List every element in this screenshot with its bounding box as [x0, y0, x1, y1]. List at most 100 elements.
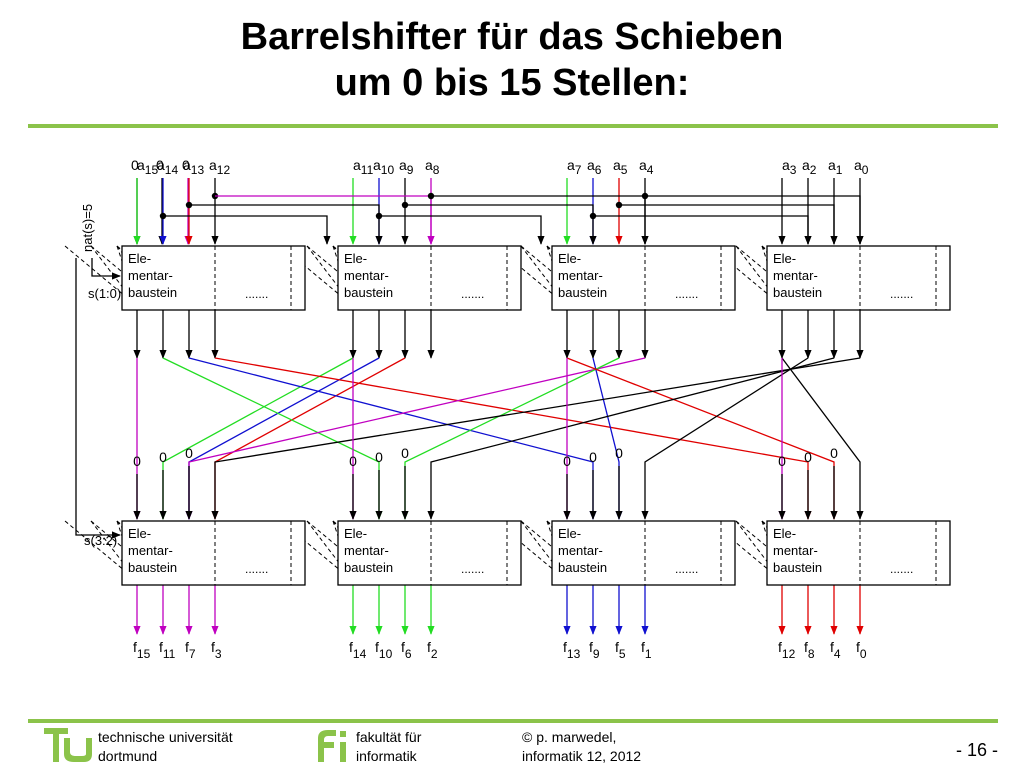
feed-wire: [189, 204, 383, 245]
output-subscript: 0: [860, 647, 867, 661]
input-subscript: 3: [790, 163, 797, 177]
block-dots: .......: [890, 287, 913, 301]
input-subscript: 13: [191, 163, 205, 177]
output-subscript: 11: [163, 647, 176, 661]
input-subscript: 6: [595, 163, 602, 177]
input-label: a2: [802, 157, 817, 177]
input-label: a9: [399, 157, 414, 177]
cross-wire: [162, 357, 383, 520]
faculty-name: fakultät für informatik: [356, 729, 422, 764]
input-subscript: 0: [862, 163, 869, 177]
bottom-divider: [28, 719, 998, 723]
block-label: mentar-: [344, 543, 389, 558]
element-block: [551, 520, 736, 586]
element-block: [766, 245, 951, 311]
output-label: f9: [589, 639, 600, 661]
element-block: [337, 245, 522, 311]
block-label: mentar-: [344, 268, 389, 283]
block-label: baustein: [344, 560, 393, 575]
block-dots: .......: [890, 562, 913, 576]
input-subscript: 7: [575, 163, 582, 177]
output-subscript: 1: [645, 647, 652, 661]
output-subscript: 7: [189, 647, 196, 661]
input-label: 0: [156, 157, 164, 173]
input-subscript: 10: [381, 163, 395, 177]
control-label: nat(s)=5: [80, 204, 95, 252]
feed-wire: [431, 195, 649, 245]
block-label: baustein: [773, 560, 822, 575]
block-label: mentar-: [558, 268, 603, 283]
control-wire-s2: [75, 258, 121, 539]
output-label: f0: [856, 639, 867, 661]
output-label: f13: [563, 639, 581, 661]
cross-wire: [214, 357, 812, 520]
zero-label: 0: [778, 453, 786, 469]
output-subscript: 15: [137, 647, 151, 661]
zero-label: 0: [615, 445, 623, 461]
output-subscript: 10: [379, 647, 393, 661]
input-label: a1: [828, 157, 843, 177]
output-label: f10: [375, 639, 393, 661]
block-label: baustein: [128, 285, 177, 300]
zero-label: 0: [563, 453, 571, 469]
block-label: baustein: [773, 285, 822, 300]
output-label: f2: [427, 639, 438, 661]
output-subscript: 14: [353, 647, 367, 661]
copyright: © p. marwedel, informatik 12, 2012: [522, 729, 642, 764]
block-label: Ele-: [773, 251, 796, 266]
input-label: a11: [353, 157, 374, 177]
input-label: a12: [209, 157, 230, 177]
block-label: baustein: [558, 285, 607, 300]
input-label: a10: [373, 157, 394, 177]
block-label: Ele-: [558, 251, 581, 266]
block-dots: .......: [675, 287, 698, 301]
page-number: - 16 -: [955, 740, 998, 760]
cross-wire: [188, 357, 597, 520]
input-subscript: 14: [165, 163, 179, 177]
input-subscript: 9: [407, 163, 414, 177]
input-label: a3: [782, 157, 797, 177]
title-line-1: Barrelshifter für das Schieben: [240, 16, 784, 58]
output-subscript: 6: [405, 647, 412, 661]
zero-label: 0: [401, 445, 409, 461]
input-subscript: 1: [836, 163, 843, 177]
input-label: a5: [613, 157, 628, 177]
input-subscript: 4: [647, 163, 654, 177]
cross-wire: [211, 357, 861, 520]
output-subscript: 3: [215, 647, 222, 661]
input-label: a13: [183, 157, 204, 177]
output-label: f14: [349, 639, 367, 661]
stage1-select-label: s(1:0): [88, 286, 121, 301]
block-label: baustein: [344, 285, 393, 300]
block-dots: .......: [461, 287, 484, 301]
output-subscript: 8: [808, 647, 815, 661]
block-label: baustein: [558, 560, 607, 575]
element-block: [121, 245, 306, 311]
output-label: f6: [401, 639, 412, 661]
output-label: f5: [615, 639, 626, 661]
output-label: f7: [185, 639, 196, 661]
zero-label: 0: [375, 449, 383, 465]
zero-label: 0: [804, 449, 812, 465]
input-subscript: 5: [621, 163, 628, 177]
cross-wire: [401, 357, 620, 520]
input-subscript: 15: [145, 163, 159, 177]
block-dots: .......: [245, 562, 268, 576]
zero-label: 0: [133, 453, 141, 469]
zero-label: 0: [159, 449, 167, 465]
block-label: Ele-: [128, 526, 151, 541]
output-subscript: 12: [782, 647, 796, 661]
output-subscript: 9: [593, 647, 600, 661]
input-label: a4: [639, 157, 654, 177]
zero-label: 0: [830, 445, 838, 461]
output-label: f12: [778, 639, 796, 661]
title-line-2: um 0 bis 15 Stellen:: [334, 62, 690, 104]
input-subscript: 11: [361, 163, 374, 177]
output-label: f1: [641, 639, 652, 661]
element-block: [121, 520, 306, 586]
feed-wire: [379, 215, 545, 245]
feed-wire: [593, 215, 812, 245]
element-blocks: Ele-mentar-baustein....... Ele-mentar-bau…: [121, 245, 951, 586]
block-label: mentar-: [128, 268, 173, 283]
input-label: a7: [567, 157, 582, 177]
